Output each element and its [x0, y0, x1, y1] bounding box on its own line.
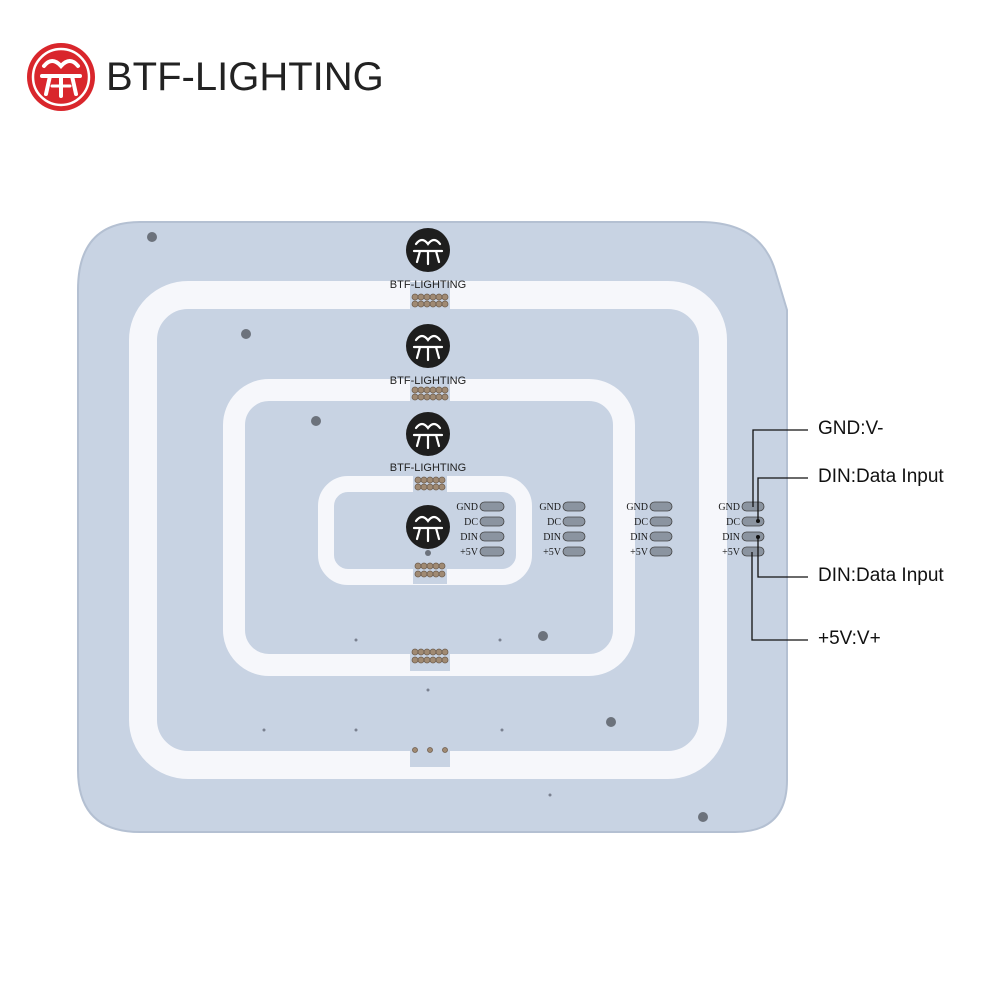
svg-text:+5V: +5V — [460, 547, 479, 558]
pad-group-inner: GND DC DIN +5V — [456, 501, 505, 558]
board-brand-label: BTF-LIGHTING — [390, 279, 466, 291]
svg-text:GND: GND — [626, 502, 648, 513]
svg-text:DIN: DIN — [722, 532, 740, 543]
svg-text:DIN: DIN — [543, 532, 561, 543]
callout-din-bottom: DIN:Data Input — [818, 565, 944, 586]
brand-name: BTF-LIGHTING — [106, 54, 384, 99]
callout-lines — [751, 429, 808, 641]
board-brand-label: BTF-LIGHTING — [390, 375, 466, 387]
brand-logo-icon — [27, 43, 95, 111]
board-logo-icon — [406, 412, 450, 456]
callout-gnd: GND:V- — [818, 418, 884, 439]
board-logo-icon — [406, 505, 450, 549]
coil-pads — [411, 293, 449, 753]
mounting-holes — [147, 232, 708, 822]
pad-group-middle: GND DC DIN +5V — [539, 501, 586, 558]
svg-text:+5V: +5V — [630, 547, 649, 558]
svg-text:DC: DC — [726, 517, 740, 528]
brand-header: BTF-LIGHTING — [26, 42, 384, 112]
board-brand-label: BTF-LIGHTING — [390, 462, 466, 474]
svg-text:+5V: +5V — [722, 547, 741, 558]
svg-text:GND: GND — [456, 502, 478, 513]
pad-group-outer: GND DC DIN +5V — [626, 501, 673, 558]
svg-text:GND: GND — [539, 502, 561, 513]
svg-text:DC: DC — [464, 517, 478, 528]
callout-5v: +5V:V+ — [818, 628, 881, 649]
board-logo-icon — [406, 228, 450, 272]
svg-text:DC: DC — [634, 517, 648, 528]
callout-din-top: DIN:Data Input — [818, 466, 944, 487]
board-logo-icon — [406, 324, 450, 368]
svg-text:DC: DC — [547, 517, 561, 528]
svg-text:DIN: DIN — [630, 532, 648, 543]
svg-text:+5V: +5V — [543, 547, 562, 558]
svg-text:DIN: DIN — [460, 532, 478, 543]
svg-text:GND: GND — [718, 502, 740, 513]
